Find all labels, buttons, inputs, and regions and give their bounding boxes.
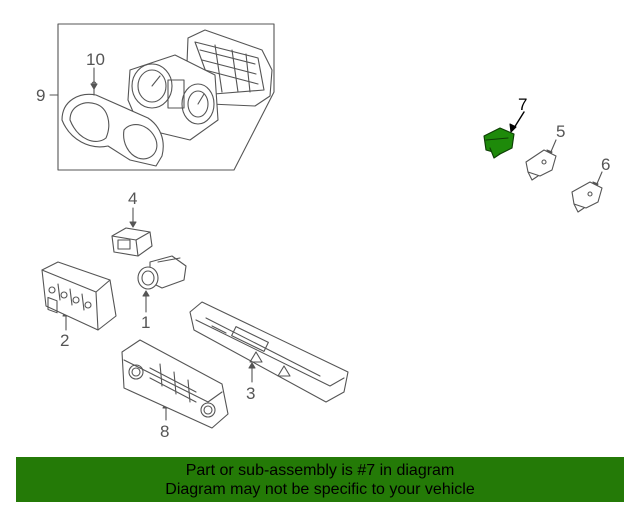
callout-4: 4 bbox=[128, 189, 138, 208]
part-7-highlighted bbox=[483, 111, 525, 159]
part-2-switch-panel bbox=[41, 261, 117, 331]
callout-7: 7 bbox=[518, 95, 528, 114]
callout-5: 5 bbox=[556, 122, 566, 141]
part-1-start-button bbox=[137, 255, 187, 290]
banner-line-1: Part or sub-assembly is #7 in diagram bbox=[185, 462, 455, 479]
part-6-knob bbox=[571, 181, 603, 213]
notice-banner: Part or sub-assembly is #7 in diagram Di… bbox=[16, 457, 624, 502]
callout-6: 6 bbox=[601, 155, 611, 174]
callout-2: 2 bbox=[60, 331, 70, 350]
part-8-climate-control bbox=[121, 339, 229, 429]
cluster-bezel bbox=[61, 81, 164, 167]
callout-8: 8 bbox=[160, 422, 170, 441]
callout-10: 10 bbox=[86, 50, 105, 69]
callout-3: 3 bbox=[246, 384, 256, 403]
callout-9: 9 bbox=[36, 86, 46, 105]
callout-1: 1 bbox=[141, 313, 151, 332]
part-5-knob bbox=[525, 149, 557, 181]
part-3-switch-bar bbox=[189, 301, 349, 403]
banner-line-2: Diagram may not be specific to your vehi… bbox=[165, 481, 475, 498]
part-4-switch bbox=[111, 227, 153, 257]
parts-diagram bbox=[41, 23, 603, 429]
cluster-gauge-panel bbox=[127, 54, 219, 141]
